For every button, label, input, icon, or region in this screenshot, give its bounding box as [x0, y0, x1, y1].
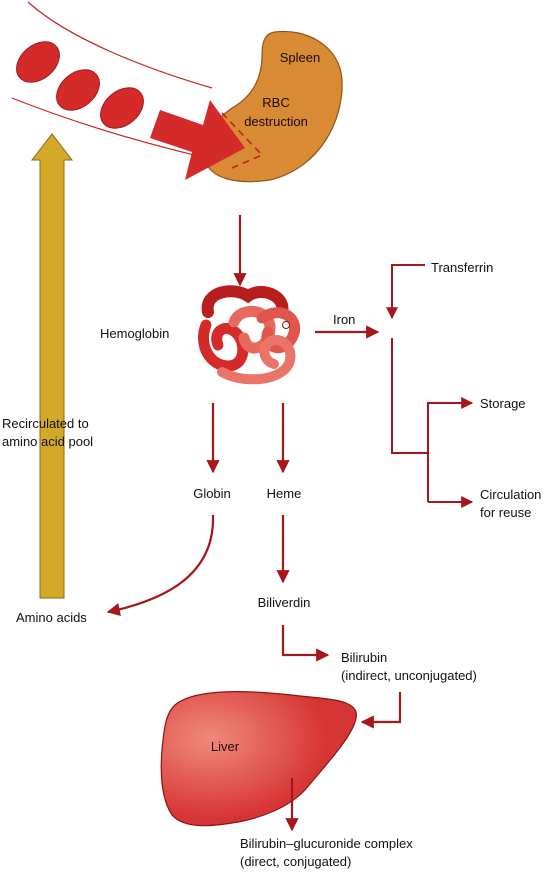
- transferrin-arrow: [386, 264, 425, 320]
- bilirubin-label-line2: (indirect, unconjugated): [341, 668, 477, 683]
- bilirubin-label-line1: Bilirubin: [341, 650, 387, 665]
- heme-label: Heme: [267, 486, 302, 501]
- complex-label-line1: Bilirubin–glucuronide complex: [240, 836, 413, 851]
- red-blood-cell: [56, 69, 100, 111]
- red-blood-cell: [100, 87, 144, 129]
- circulation-label-line1: Circulation: [480, 487, 541, 502]
- circulation-label-line2: for reuse: [480, 505, 531, 520]
- complex-label-line2: (direct, conjugated): [240, 854, 351, 869]
- amino-acids-label: Amino acids: [16, 610, 87, 625]
- liver-label: Liver: [211, 739, 240, 754]
- rbc-destruction-label-line1: RBC: [262, 95, 289, 110]
- liver-organ: [160, 691, 357, 827]
- hemoglobin-label: Hemoglobin: [100, 326, 169, 341]
- recirculated-label-line2: amino acid pool: [2, 434, 93, 449]
- spleen-label: Spleen: [280, 50, 320, 65]
- vessel-wall-upper: [27, 1, 213, 89]
- vessel-wall-lower: [11, 97, 216, 161]
- hemoglobin-icon: [198, 285, 301, 385]
- globin-to-amino-acids-arrow: [106, 514, 215, 617]
- recirculation-arrow: [30, 133, 74, 599]
- rbc-destruction-label-line2: destruction: [244, 114, 308, 129]
- biliverdin-label: Biliverdin: [258, 595, 311, 610]
- red-blood-cell: [16, 41, 60, 83]
- iron-to-storage-arrow: [427, 397, 474, 502]
- bilirubin-to-liver-arrow: [360, 692, 402, 729]
- iron-trunk-line: [391, 338, 428, 454]
- iron-label: Iron: [333, 312, 355, 327]
- recirculated-label-line1: Recirculated to: [2, 416, 89, 431]
- biliverdin-to-bilirubin-arrow: [281, 625, 330, 662]
- rbc-to-spleen-arrow: [150, 100, 245, 180]
- transferrin-label: Transferrin: [431, 260, 493, 275]
- storage-label: Storage: [480, 396, 526, 411]
- globin-label: Globin: [193, 486, 231, 501]
